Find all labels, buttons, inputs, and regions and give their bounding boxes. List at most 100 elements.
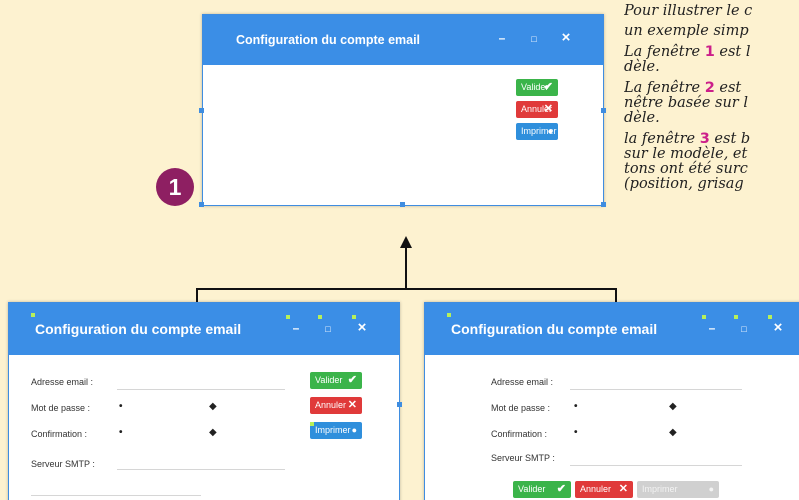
derived-window-left: Configuration du compte email – □ × Adre…: [8, 302, 400, 500]
model-window-title: Configuration du compte email: [236, 33, 421, 47]
note-line: sur le modèle, et: [624, 146, 748, 162]
inheritance-arrowhead: [400, 236, 412, 248]
left-window-titlebar: Configuration du compte email – □ ×: [9, 303, 399, 355]
left-window-title: Configuration du compte email: [35, 321, 242, 337]
selection-marker: [310, 422, 314, 426]
validate-button-label: Valider: [518, 484, 546, 494]
email-label: Adresse email :: [31, 377, 94, 387]
checkmark-icon: ✔: [347, 374, 357, 386]
maximize-icon[interactable]: □: [531, 34, 537, 44]
confirm-field[interactable]: •: [119, 427, 123, 438]
confirm-label: Confirmation :: [491, 429, 548, 439]
minimize-icon[interactable]: –: [498, 31, 506, 45]
selection-marker: [702, 315, 706, 319]
note-line: tons ont été surc: [624, 161, 748, 177]
resize-handle[interactable]: [601, 108, 606, 113]
checkmark-icon: ✔: [543, 81, 553, 93]
resize-handle[interactable]: [199, 108, 204, 113]
note-line: nêtre basée sur l: [624, 95, 748, 111]
cancel-button-label: Annuler: [315, 400, 347, 410]
note-line: un exemple simp: [624, 23, 749, 39]
cancel-button[interactable]: Annuler ✕: [310, 397, 362, 414]
checkmark-icon: ✔: [556, 483, 566, 495]
window-3-ref: 3: [699, 131, 710, 147]
window-1-ref: 1: [704, 44, 715, 60]
window-2-ref: 2: [704, 80, 715, 96]
resize-handle[interactable]: [601, 202, 606, 207]
connector-vertical-top: [405, 246, 407, 289]
selection-marker: [447, 313, 451, 317]
model-window-titlebar: Configuration du compte email – □ ×: [203, 15, 603, 65]
eye-icon[interactable]: ◆: [209, 427, 217, 438]
smtp-field[interactable]: [117, 469, 285, 470]
validate-button[interactable]: Valider ✔: [310, 372, 362, 389]
print-button-label: Imprimer: [521, 126, 557, 136]
selection-marker: [318, 315, 322, 319]
print-button[interactable]: Imprimer ●: [310, 422, 362, 439]
smtp-label: Serveur SMTP :: [491, 453, 555, 463]
explanation-text: Pour illustrer le c un exemple simp La f…: [624, 4, 799, 304]
resize-handle[interactable]: [397, 402, 402, 407]
print-button-label: Imprimer: [315, 425, 351, 435]
connector-left-drop: [196, 288, 198, 302]
note-line: La fenêtre 1 est l: [624, 44, 751, 60]
note-line: la fenêtre 3 est b: [624, 131, 751, 147]
smtp-field[interactable]: [570, 465, 742, 466]
password-field[interactable]: •: [574, 401, 578, 412]
close-icon[interactable]: ×: [357, 319, 367, 336]
right-window-title: Configuration du compte email: [451, 321, 658, 337]
email-field[interactable]: [570, 389, 742, 390]
next-field: [31, 495, 201, 496]
validate-button-label: Valider: [315, 375, 343, 385]
selection-marker: [768, 315, 772, 319]
resize-handle[interactable]: [400, 202, 405, 207]
email-label: Adresse email :: [491, 377, 554, 387]
note-line: Pour illustrer le c: [624, 4, 753, 19]
cancel-button-label: Annuler: [580, 484, 612, 494]
validate-button-label: Valider: [521, 82, 549, 92]
close-icon[interactable]: ×: [773, 319, 783, 336]
eye-icon[interactable]: ◆: [669, 427, 677, 438]
cancel-button-label: Annuler: [521, 104, 553, 114]
validate-button[interactable]: Valider ✔: [516, 79, 558, 96]
cross-icon: ✕: [543, 103, 553, 115]
resize-handle[interactable]: [199, 202, 204, 207]
selection-marker: [734, 315, 738, 319]
note-line: dèle.: [624, 110, 660, 126]
smtp-label: Serveur SMTP :: [31, 459, 95, 469]
eye-icon[interactable]: ◆: [209, 401, 217, 412]
password-field[interactable]: •: [119, 401, 123, 412]
close-icon[interactable]: ×: [561, 29, 571, 46]
connector-right-drop: [615, 288, 617, 302]
selection-marker: [352, 315, 356, 319]
selection-marker: [286, 315, 290, 319]
note-line: La fenêtre 2 est: [624, 80, 742, 96]
maximize-icon[interactable]: □: [741, 324, 747, 334]
selection-marker: [31, 313, 35, 317]
cross-icon: ✕: [618, 483, 628, 495]
print-button-disabled: Imprimer ●: [637, 481, 719, 498]
maximize-icon[interactable]: □: [325, 324, 331, 334]
email-field[interactable]: [117, 389, 285, 390]
dot-icon: ●: [708, 484, 714, 494]
minimize-icon[interactable]: –: [292, 321, 300, 335]
password-label: Mot de passe :: [491, 403, 551, 413]
password-label: Mot de passe :: [31, 403, 91, 413]
print-button[interactable]: Imprimer ●: [516, 123, 558, 140]
cancel-button[interactable]: Annuler ✕: [575, 481, 633, 498]
note-line: dèle.: [624, 59, 660, 75]
print-button-label: Imprimer: [642, 484, 678, 494]
model-window: Configuration du compte email – □ × Vali…: [202, 14, 604, 206]
confirm-field[interactable]: •: [574, 427, 578, 438]
connector-horizontal: [196, 288, 617, 290]
eye-icon[interactable]: ◆: [669, 401, 677, 412]
dot-icon: ●: [547, 126, 553, 136]
minimize-icon[interactable]: –: [708, 321, 716, 335]
cancel-button[interactable]: Annuler ✕: [516, 101, 558, 118]
window-number-badge: 1: [156, 168, 194, 206]
validate-button[interactable]: Valider ✔: [513, 481, 571, 498]
cross-icon: ✕: [347, 399, 357, 411]
confirm-label: Confirmation :: [31, 429, 88, 439]
right-window-titlebar: Configuration du compte email – □ ×: [425, 303, 799, 355]
note-line: (position, grisag: [624, 176, 744, 192]
